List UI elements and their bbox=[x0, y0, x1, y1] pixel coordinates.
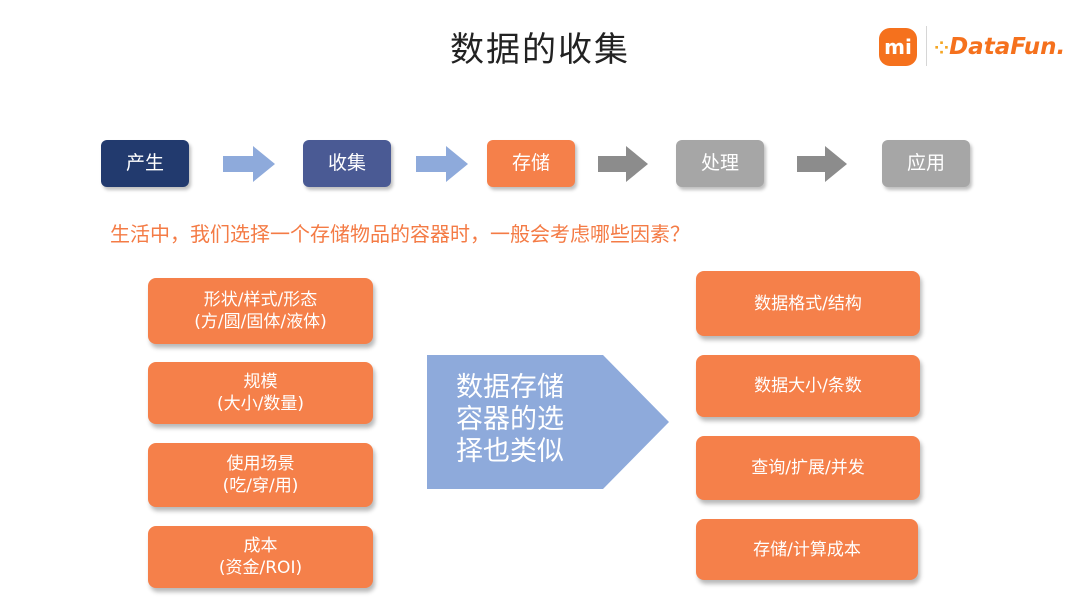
flow-step-store: 存储 bbox=[487, 140, 575, 187]
datafun-logo: ⁘DataFun. bbox=[934, 30, 1066, 64]
data-factor-cost: 存储/计算成本 bbox=[696, 519, 918, 580]
data-factor-size: 数据大小/条数 bbox=[696, 355, 920, 417]
flow-step-produce: 产生 bbox=[101, 140, 189, 187]
flow-arrow-icon bbox=[416, 146, 468, 182]
data-factor-label: 查询/扩展/并发 bbox=[751, 458, 865, 478]
factor-title: 形状/样式/形态 bbox=[203, 290, 318, 310]
datafun-dots-icon: ⁘ bbox=[934, 38, 950, 59]
center-line: 数据存储 bbox=[456, 372, 564, 403]
factor-box-scale: 规模 (大小/数量) bbox=[148, 362, 373, 424]
flow-arrow-icon bbox=[797, 146, 847, 182]
question-text: 生活中，我们选择一个存储物品的容器时，一般会考虑哪些因素？ bbox=[110, 222, 690, 246]
datafun-logo-text: DataFun. bbox=[949, 34, 1066, 60]
center-line: 容器的选 bbox=[456, 404, 564, 435]
flow-arrow-icon bbox=[223, 146, 275, 182]
page-title: 数据的收集 bbox=[450, 30, 630, 70]
center-line: 择也类似 bbox=[456, 436, 564, 467]
factor-title: 使用场景 bbox=[226, 454, 295, 474]
flow-step-apply: 应用 bbox=[882, 140, 970, 187]
factor-detail: (吃/穿/用) bbox=[222, 476, 299, 496]
data-factor-label: 存储/计算成本 bbox=[753, 539, 861, 560]
center-text: 数据存储 容器的选 择也类似 bbox=[440, 372, 580, 468]
factor-box-cost: 成本 (资金/ROI) bbox=[148, 526, 373, 588]
flow-step-collect: 收集 bbox=[303, 140, 391, 187]
factor-title: 规模 bbox=[243, 372, 278, 392]
mi-logo: mi bbox=[879, 28, 917, 66]
factor-detail: (方/圆/固体/液体) bbox=[194, 312, 327, 332]
factor-box-shape: 形状/样式/形态 (方/圆/固体/液体) bbox=[148, 278, 373, 344]
data-factor-label: 数据大小/条数 bbox=[754, 376, 862, 396]
factor-detail: (大小/数量) bbox=[217, 394, 304, 414]
data-factor-query: 查询/扩展/并发 bbox=[696, 436, 920, 500]
flow-step-process: 处理 bbox=[676, 140, 764, 187]
logo-divider bbox=[926, 26, 927, 66]
factor-box-scenario: 使用场景 (吃/穿/用) bbox=[148, 443, 373, 507]
factor-detail: (资金/ROI) bbox=[218, 558, 303, 578]
data-factor-format: 数据格式/结构 bbox=[696, 271, 920, 336]
flow-arrow-icon bbox=[598, 146, 648, 182]
data-factor-label: 数据格式/结构 bbox=[754, 293, 862, 314]
factor-title: 成本 bbox=[243, 536, 278, 556]
center-arrow-shape bbox=[427, 355, 669, 489]
